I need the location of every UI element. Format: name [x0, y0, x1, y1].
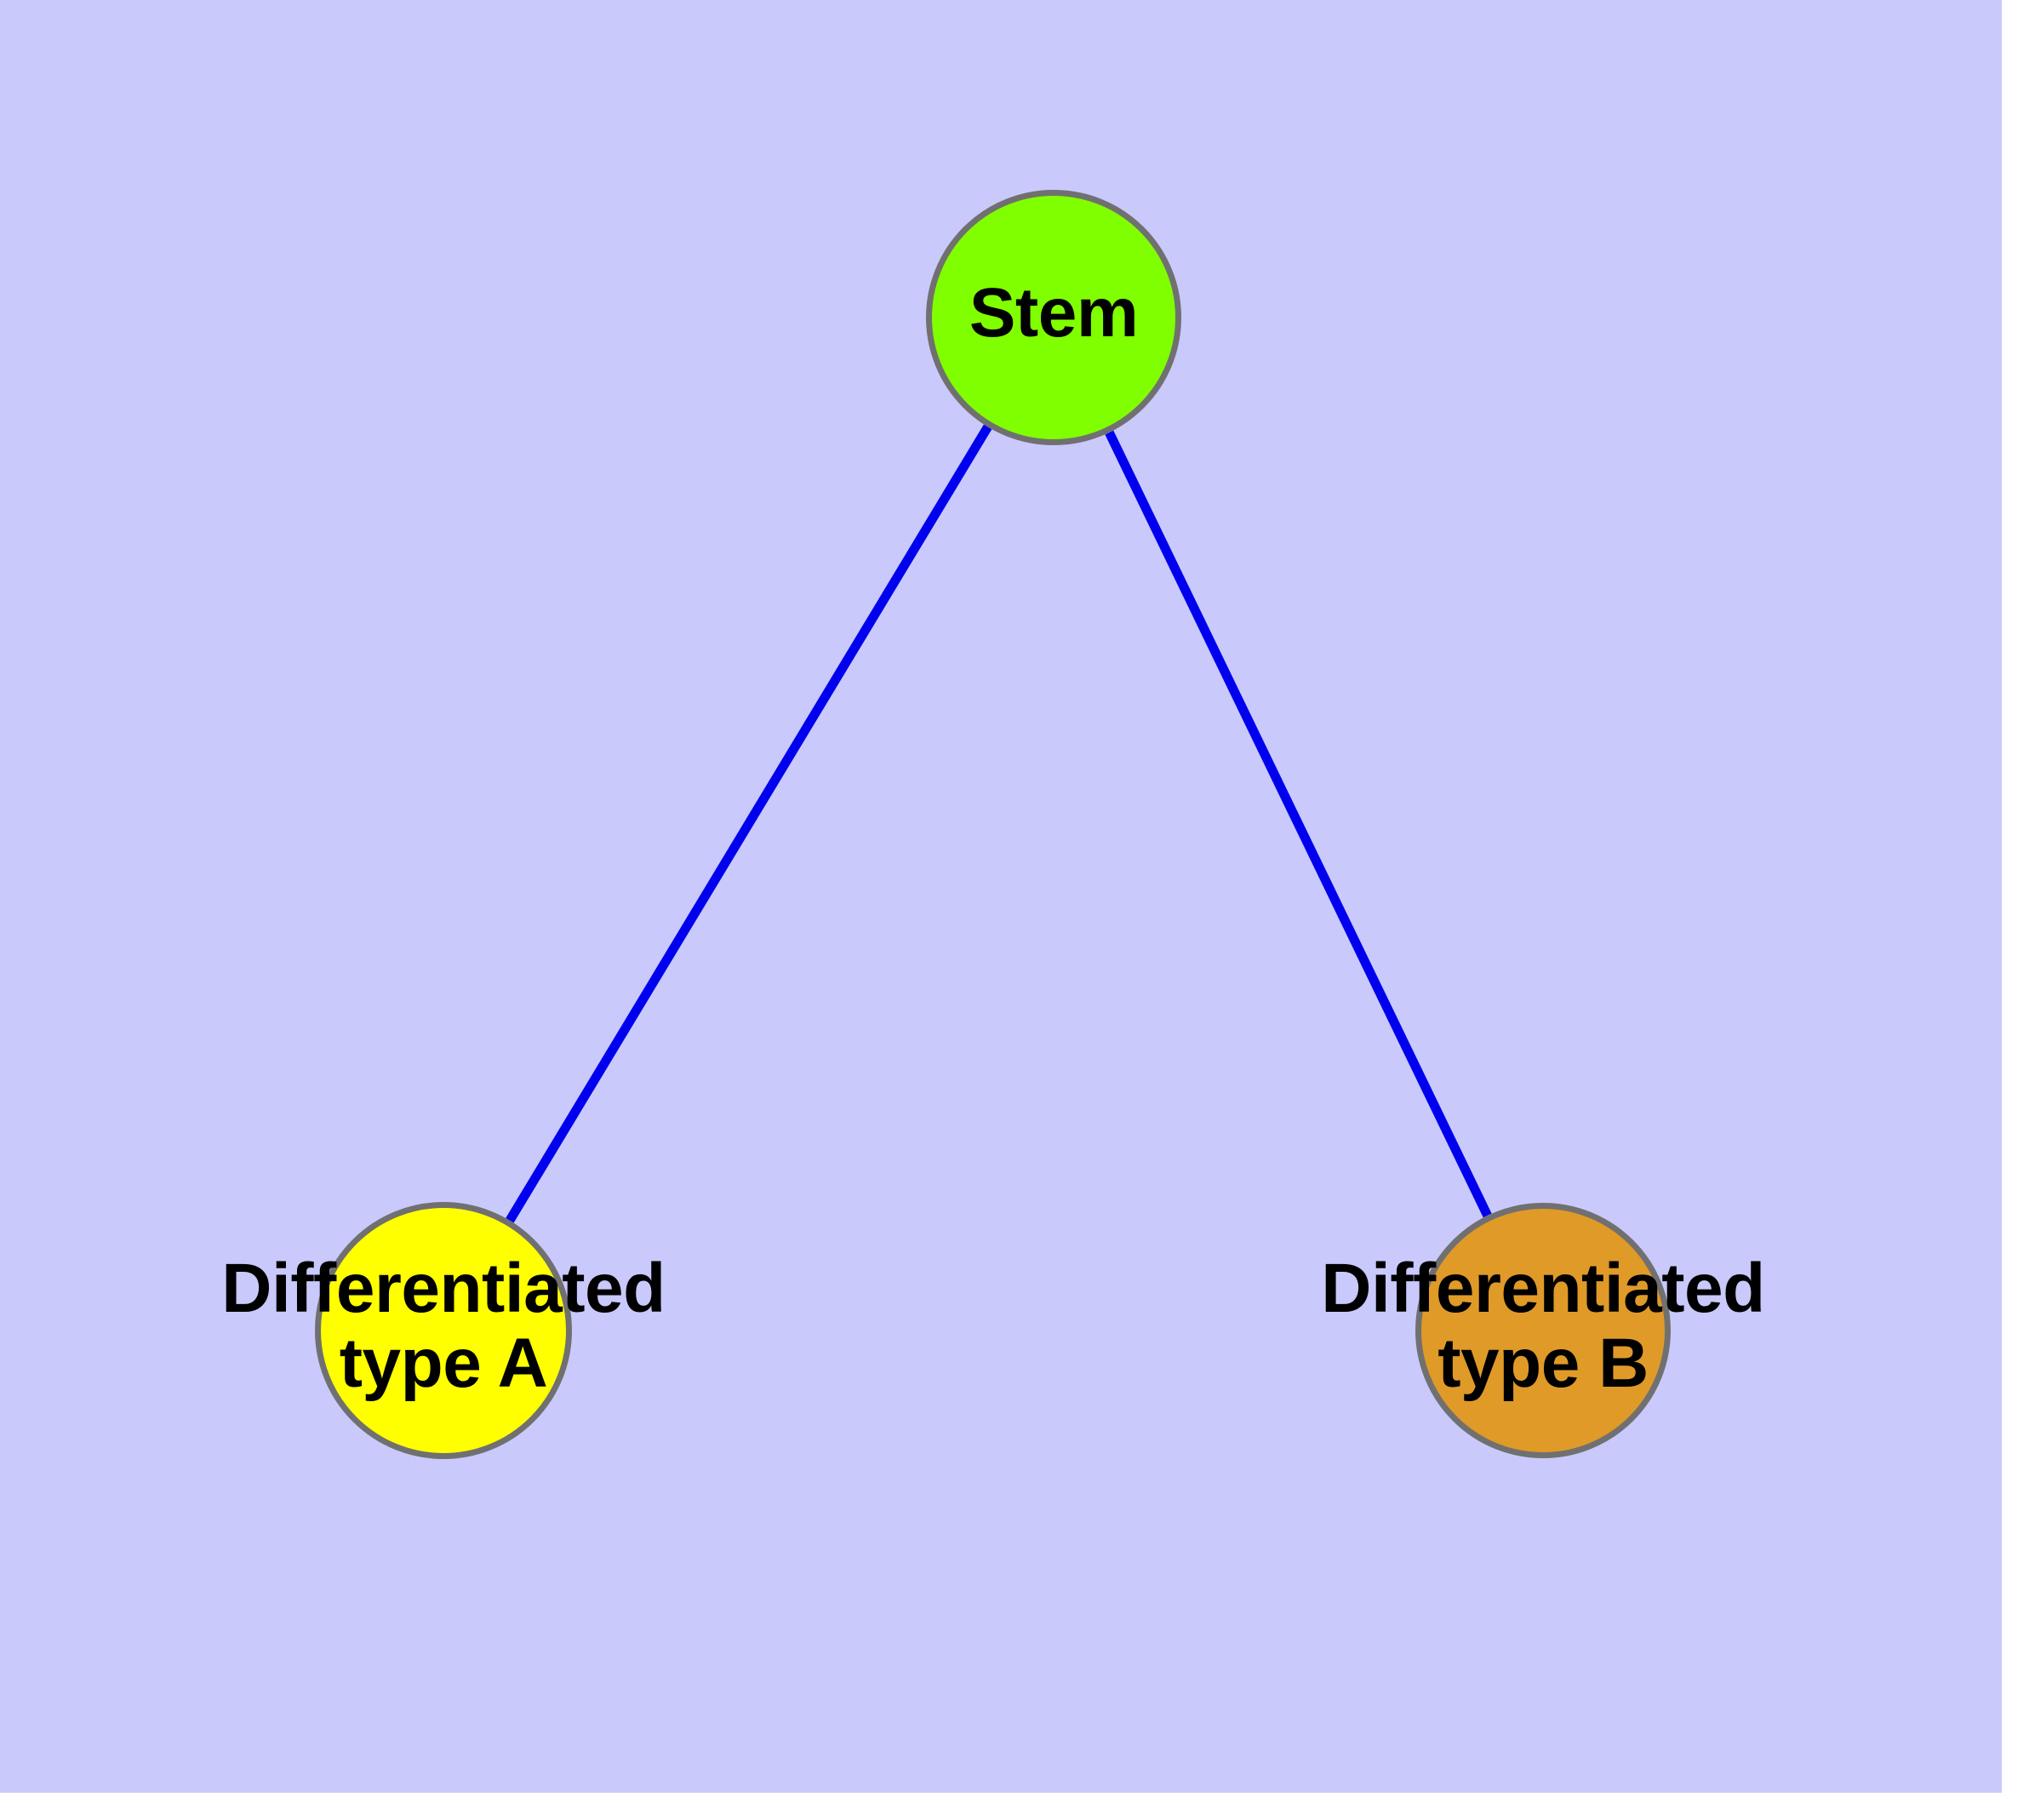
- node-differentiated-type-b[interactable]: [1415, 1203, 1671, 1458]
- edge-stem-to-diff-b: [1105, 430, 1492, 1218]
- node-stem[interactable]: [926, 190, 1181, 445]
- node-differentiated-type-a[interactable]: [315, 1202, 572, 1459]
- edge-stem-to-diff-a: [506, 424, 992, 1223]
